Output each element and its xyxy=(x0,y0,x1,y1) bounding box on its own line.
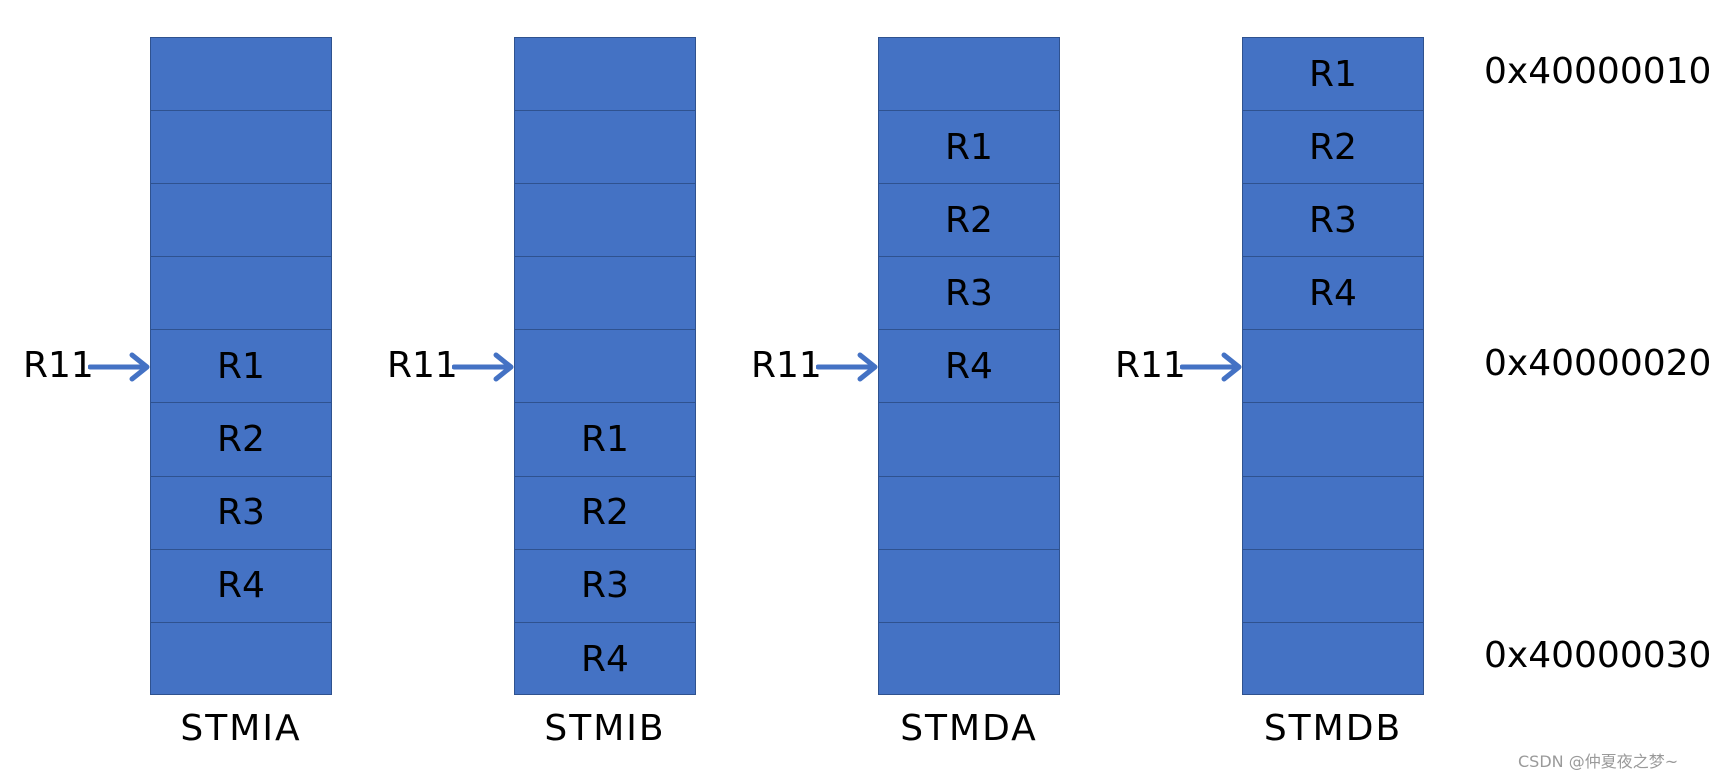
pointer-label-r11: R11 xyxy=(751,345,822,386)
memory-cell xyxy=(151,38,331,112)
memory-cell xyxy=(151,184,331,258)
memory-cell: R4 xyxy=(879,330,1059,404)
memory-cell xyxy=(879,38,1059,112)
column-label: STMIA xyxy=(180,708,302,749)
memory-cell xyxy=(1243,623,1423,696)
memory-cell: R4 xyxy=(581,638,629,680)
address-label: 0x40000020 xyxy=(1484,342,1712,384)
memory-cell xyxy=(151,111,331,185)
memory-cell: R2 xyxy=(515,477,695,550)
watermark: CSDN @仲夏夜之梦~ xyxy=(1518,752,1679,771)
memory-cell xyxy=(515,257,695,331)
memory-cell xyxy=(151,623,331,696)
memory-cell xyxy=(515,111,695,185)
memory-cell xyxy=(879,477,1059,550)
memory-cell: R2 xyxy=(1243,111,1423,185)
pointer-label-r11: R11 xyxy=(387,345,458,386)
memory-cell: R4 xyxy=(151,550,331,623)
address-label: 0x40000030 xyxy=(1484,635,1712,677)
pointer-label-r11: R11 xyxy=(1115,345,1186,386)
memory-cell: R3 xyxy=(515,550,695,623)
memory-cell xyxy=(1243,550,1423,623)
memory-cell xyxy=(151,257,331,331)
memory-cell xyxy=(879,550,1059,623)
memory-cell xyxy=(879,623,1059,696)
column-label: STMIB xyxy=(544,708,666,749)
memory-cell xyxy=(515,330,695,404)
memory-cell xyxy=(515,38,695,112)
memory-cell: R2 xyxy=(879,184,1059,258)
memory-cell: R1 xyxy=(515,403,695,477)
column-label: STMDA xyxy=(900,708,1038,749)
pointer-arrow-icon xyxy=(816,352,878,382)
memory-cell: R1 xyxy=(151,330,331,404)
memory-cell: R2 xyxy=(151,403,331,477)
memory-cell: R3 xyxy=(1243,184,1423,258)
memory-cell: R4 xyxy=(1243,257,1423,331)
address-label: 0x40000010 xyxy=(1484,50,1712,92)
pointer-arrow-icon xyxy=(452,352,514,382)
memory-cell xyxy=(1243,330,1423,404)
pointer-arrow-icon xyxy=(88,352,150,382)
memory-cell: R3 xyxy=(879,257,1059,331)
memory-cell xyxy=(1243,403,1423,477)
memory-cell: R1 xyxy=(879,111,1059,185)
memory-cell: R3 xyxy=(151,477,331,550)
memory-cell xyxy=(1243,477,1423,550)
pointer-arrow-icon xyxy=(1180,352,1242,382)
memory-cell xyxy=(879,403,1059,477)
column-label: STMDB xyxy=(1263,708,1403,749)
pointer-label-r11: R11 xyxy=(23,345,94,386)
memory-cell: R1 xyxy=(1243,38,1423,112)
memory-cell xyxy=(515,184,695,258)
